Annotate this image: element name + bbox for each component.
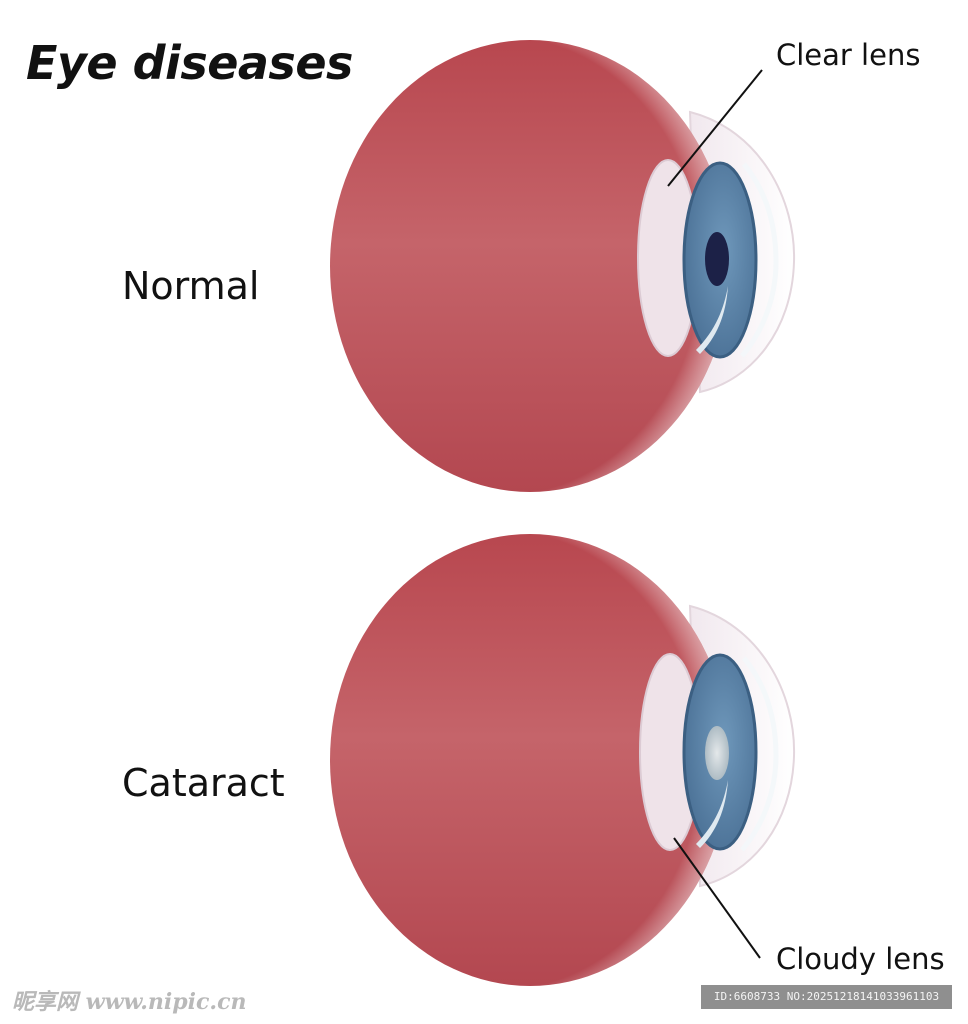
normal-eye [330, 40, 796, 492]
cataract-highlight [696, 780, 728, 848]
normal-pupil [705, 232, 729, 286]
page-title: Eye diseases [26, 36, 353, 90]
cloudy-lens-label: Cloudy lens [776, 942, 945, 976]
watermark: 昵享网 www.nipic.cn [12, 989, 247, 1015]
normal-label: Normal [122, 264, 260, 308]
clear-lens-leader [667, 69, 763, 187]
cataract-eye [330, 534, 796, 986]
cataract-label: Cataract [122, 761, 285, 805]
cataract-cloudy-pupil [705, 726, 729, 780]
clear-lens-label: Clear lens [776, 38, 921, 72]
image-id-bar: ID:6608733 NO:20251218141033961103 [701, 985, 952, 1009]
normal-highlight [696, 286, 728, 354]
cloudy-lens-leader [673, 837, 761, 959]
